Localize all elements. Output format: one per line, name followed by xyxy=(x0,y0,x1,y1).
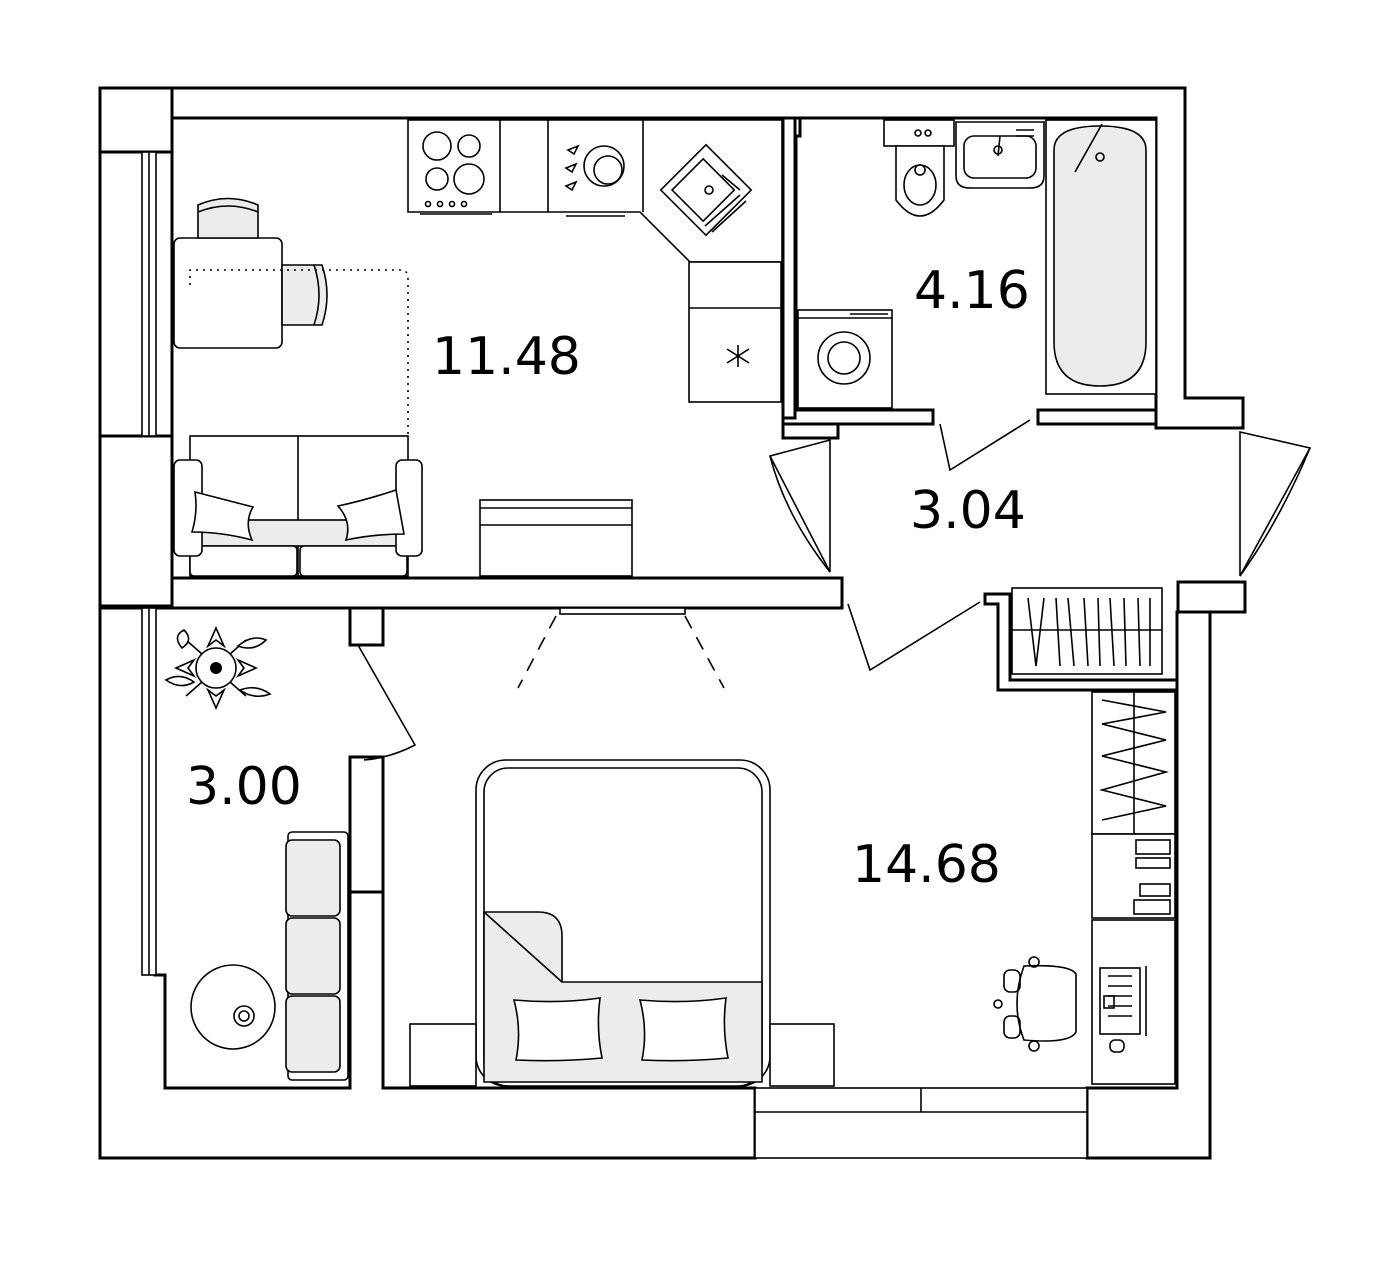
room-area-bathroom: 4.16 xyxy=(914,261,1030,321)
kitchen-furniture xyxy=(173,119,783,577)
dishwasher-icon xyxy=(564,144,625,217)
balcony-furniture xyxy=(164,626,349,1081)
bed-icon xyxy=(475,759,771,1087)
bedroom-furniture xyxy=(409,615,1176,1087)
sink-icon xyxy=(659,143,753,237)
room-area-hallway: 3.04 xyxy=(910,481,1026,541)
washbasin-icon xyxy=(955,121,1045,189)
bathtub-icon xyxy=(1045,119,1157,395)
tv-stand-icon xyxy=(479,499,633,577)
nightstand-left-icon xyxy=(409,1023,477,1087)
side-table-icon xyxy=(190,964,276,1050)
chair-icon xyxy=(197,197,328,326)
dining-table-icon xyxy=(173,237,283,349)
bathroom-furniture xyxy=(797,119,1157,409)
wardrobe-icon xyxy=(1011,587,1176,919)
desk-chair-icon xyxy=(993,956,1077,1052)
nightstand-right-icon xyxy=(769,1023,835,1087)
washing-machine-icon xyxy=(797,309,893,409)
windows xyxy=(141,151,1088,1159)
room-area-balcony: 3.00 xyxy=(186,757,302,817)
room-area-bedroom: 14.68 xyxy=(852,835,1001,895)
stove-icon xyxy=(420,131,492,215)
laptop-icon xyxy=(1099,966,1147,1053)
balcony-chair-icon xyxy=(285,831,349,1081)
doors xyxy=(357,419,1312,761)
room-area-kitchen: 11.48 xyxy=(432,327,581,387)
plant-icon xyxy=(164,626,272,710)
room-labels: 11.48 4.16 3.04 3.00 14.68 xyxy=(186,261,1030,895)
toilet-icon xyxy=(883,119,955,217)
sofa-icon xyxy=(173,435,423,577)
interior-walls xyxy=(348,116,1179,894)
fridge-icon xyxy=(688,261,782,403)
